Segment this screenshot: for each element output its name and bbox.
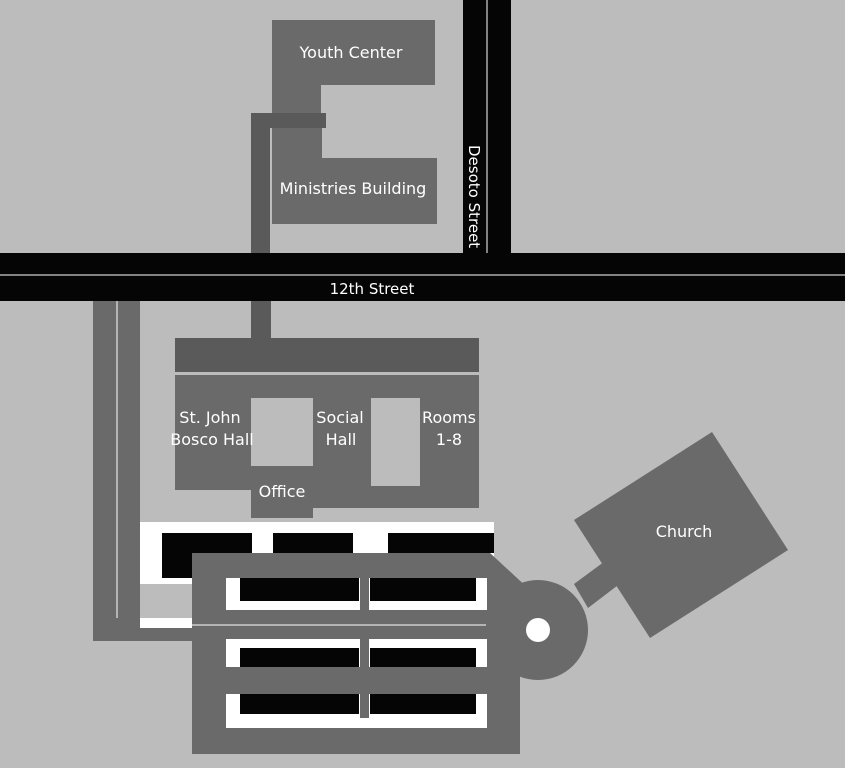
ministries-building-label: Ministries Building: [280, 179, 427, 198]
roundabout: [488, 580, 588, 680]
north-walkway: [251, 113, 326, 258]
parking-row: [388, 533, 494, 553]
rooms-label-line2: 1-8: [436, 430, 462, 449]
west-driveway: [93, 301, 203, 641]
courtyard-social-rooms: [371, 398, 420, 486]
lot-surface-west-strip: [140, 618, 192, 628]
twelfth-street-road: [0, 253, 845, 301]
desoto-street: [463, 0, 511, 256]
twelfth-street-label: 12th Street: [330, 280, 415, 298]
church-label: Church: [656, 522, 713, 541]
bosco-hall-label-line1: St. John: [179, 408, 240, 427]
ministries-building: [272, 128, 437, 224]
office-label: Office: [259, 482, 306, 501]
parking-row: [370, 694, 476, 714]
parking-row: [370, 648, 476, 667]
desoto-street-label: Desoto Street: [465, 145, 483, 248]
parking-row: [240, 648, 359, 667]
parking-lot: [140, 522, 530, 754]
lot-center-divider: [360, 578, 369, 718]
social-hall-label-line2: Hall: [326, 430, 357, 449]
hall-connector-walkway: [251, 301, 271, 341]
hall-walkway-band: [175, 338, 479, 372]
west-driveway-bottom: [93, 627, 203, 641]
youth-center-label: Youth Center: [299, 43, 403, 62]
church-building: [574, 432, 788, 638]
courtyard-bosco-social: [251, 398, 313, 466]
north-walkway-horizontal: [251, 113, 326, 128]
church: [574, 432, 788, 638]
roundabout-center: [526, 618, 550, 642]
bosco-hall-label-line2: Bosco Hall: [170, 430, 254, 449]
youth-center-building: [272, 20, 435, 113]
parking-row: [240, 694, 359, 714]
social-hall-label-line1: Social: [316, 408, 363, 427]
parking-loop-drive: [192, 553, 530, 754]
rooms-label-line1: Rooms: [422, 408, 476, 427]
parking-row: [240, 578, 359, 601]
north-walkway-vertical: [251, 113, 270, 258]
twelfth-street: [0, 253, 845, 301]
parking-row: [273, 533, 353, 553]
parking-row: [370, 578, 476, 601]
